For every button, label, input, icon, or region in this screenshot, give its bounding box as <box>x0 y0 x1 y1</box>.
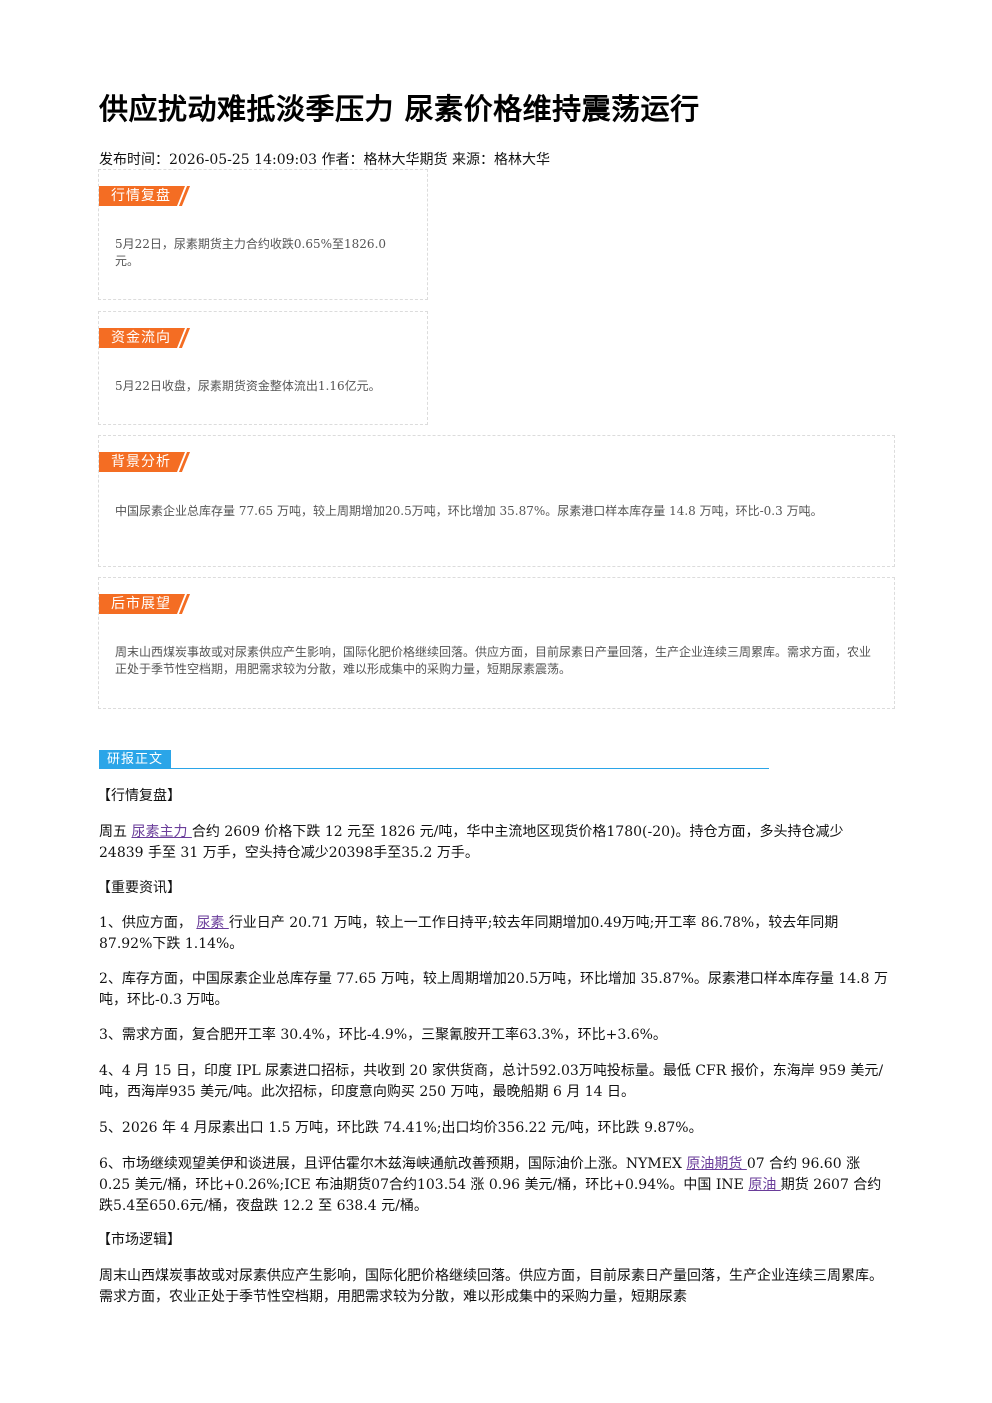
link-urea-main-contract[interactable]: 尿素主力 <box>131 824 192 840</box>
news-item-6: 6、市场继续观望美伊和谈进展，且评估霍尔木兹海峡通航改善预期，国际油价上涨。NY… <box>99 1154 891 1217</box>
report-section-divider <box>99 768 769 769</box>
card-fund-flow: 资金流向 5月22日收盘，尿素期货资金整体流出1.16亿元。 <box>98 311 428 425</box>
text-segment: 07 合约 96.60 涨 0.25 美元/桶，环比+0.26%;ICE 布油期… <box>99 1156 861 1193</box>
publish-meta: 发布时间：2026-05-25 14:09:03 作者：格林大华期货 来源：格林… <box>99 152 550 168</box>
text-segment: 周五 <box>99 824 132 840</box>
link-urea[interactable]: 尿素 <box>196 915 229 931</box>
card-tag-outlook: 后市展望 <box>99 594 185 614</box>
heading-market-logic: 【市场逻辑】 <box>97 1232 181 1248</box>
card-tag-fund-flow: 资金流向 <box>99 328 185 348</box>
news-item-4: 4、4 月 15 日，印度 IPL 尿素进口招标，共收到 20 家供货商，总计5… <box>99 1063 884 1100</box>
card-text-fund-flow: 5月22日收盘，尿素期货资金整体流出1.16亿元。 <box>115 379 381 393</box>
text-segment: 期货 2607 合约跌5.4至650.6元/桶，夜盘跌 12.2 至 638.4… <box>99 1177 882 1214</box>
card-market-review: 行情复盘 5月22日，尿素期货主力合约收跌0.65%至1826.0元。 <box>98 169 428 300</box>
news-item-2: 2、库存方面，中国尿素企业总库存量 77.65 万吨，较上周期增加20.5万吨，… <box>99 971 888 1008</box>
card-text-outlook: 周末山西煤炭事故或对尿素供应产生影响，国际化肥价格继续回落。供应方面，目前尿素日… <box>115 645 872 676</box>
news-item-3: 3、需求方面，复合肥开工率 30.4%，环比-4.9%，三聚氰胺开工率63.3%… <box>99 1027 667 1043</box>
paragraph-market-review: 周五 尿素主力 合约 2609 价格下跌 12 元至 1826 元/吨，华中主流… <box>99 822 891 864</box>
text-segment: 行业日产 20.71 万吨，较上一工作日持平;较去年同期增加0.49万吨;开工率… <box>99 915 839 952</box>
link-crude-oil[interactable]: 原油 <box>748 1177 781 1193</box>
card-outlook: 后市展望 周末山西煤炭事故或对尿素供应产生影响，国际化肥价格继续回落。供应方面，… <box>98 577 895 709</box>
link-crude-oil-futures[interactable]: 原油期货 <box>686 1156 747 1172</box>
text-segment: 1、供应方面， <box>99 915 197 931</box>
card-background: 背景分析 中国尿素企业总库存量 77.65 万吨，较上周期增加20.5万吨，环比… <box>98 435 895 567</box>
paragraph-market-logic: 周末山西煤炭事故或对尿素供应产生影响，国际化肥价格继续回落。供应方面，目前尿素日… <box>99 1268 883 1305</box>
news-item-5: 5、2026 年 4 月尿素出口 1.5 万吨，环比跌 74.41%;出口均价3… <box>99 1120 703 1136</box>
card-tag-market-review: 行情复盘 <box>99 186 185 206</box>
card-tag-background: 背景分析 <box>99 452 185 472</box>
card-text-background: 中国尿素企业总库存量 77.65 万吨，较上周期增加20.5万吨，环比增加 35… <box>115 504 823 518</box>
text-segment: 合约 2609 价格下跌 12 元至 1826 元/吨，华中主流地区现货价格17… <box>99 824 844 861</box>
report-section-tag: 研报正文 <box>99 750 172 769</box>
news-item-1: 1、供应方面， 尿素 行业日产 20.71 万吨，较上一工作日持平;较去年同期增… <box>99 913 891 955</box>
page-title: 供应扰动难抵淡季压力 尿素价格维持震荡运行 <box>99 92 700 126</box>
text-segment: 6、市场继续观望美伊和谈进展，且评估霍尔木兹海峡通航改善预期，国际油价上涨。NY… <box>99 1156 687 1172</box>
heading-market-review: 【行情复盘】 <box>97 788 181 804</box>
heading-key-news: 【重要资讯】 <box>97 880 181 896</box>
card-text-market-review: 5月22日，尿素期货主力合约收跌0.65%至1826.0元。 <box>115 237 387 268</box>
